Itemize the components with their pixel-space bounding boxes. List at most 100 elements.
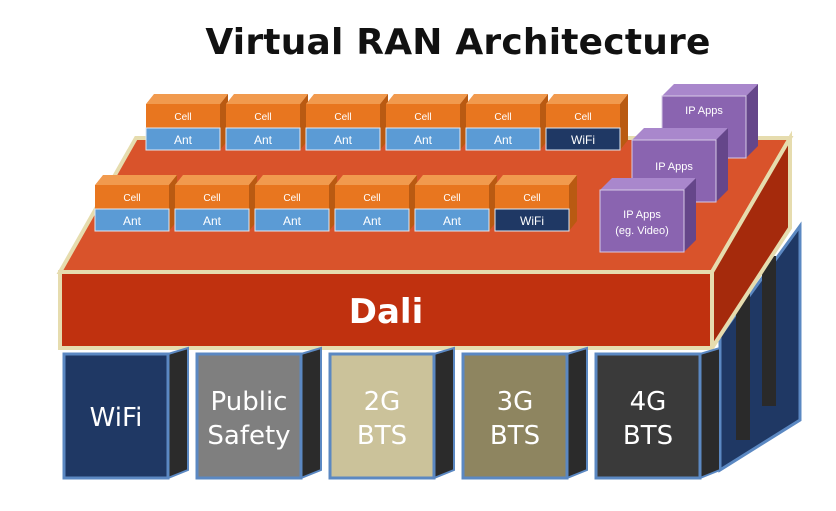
cell-label: Cell xyxy=(254,112,271,123)
ant-label: Ant xyxy=(174,133,193,147)
cell-module-top xyxy=(226,94,308,104)
ant-label: Ant xyxy=(123,214,142,228)
bts-block-side xyxy=(699,346,721,480)
cell-label: Cell xyxy=(574,112,591,123)
ip-apps-label: IP Apps xyxy=(655,161,693,173)
bts-block-face xyxy=(195,352,303,480)
ant-label: Ant xyxy=(283,214,302,228)
wifi-label: WiFi xyxy=(520,214,544,228)
cell-module-side xyxy=(569,175,577,231)
ant-face xyxy=(145,127,221,151)
ant-label: Ant xyxy=(363,214,382,228)
bts-block-side xyxy=(300,346,322,480)
cell-module-top xyxy=(495,175,577,185)
bts-3g-block: 3G BTS xyxy=(461,346,588,480)
page-title: Virtual RAN Architecture xyxy=(205,22,711,63)
ant-face xyxy=(465,127,541,151)
cell-label: Cell xyxy=(414,112,431,123)
cell-label: Cell xyxy=(174,112,191,123)
ip-apps-sublabel: (eg. Video) xyxy=(615,225,669,237)
cell-module-top xyxy=(306,94,388,104)
bts-label: Public xyxy=(211,387,288,417)
bts-block-side xyxy=(566,346,588,480)
cell-face xyxy=(495,185,569,209)
wifi-bts-block: WiFi xyxy=(62,346,189,480)
bts-4g-block: 4G BTS xyxy=(594,346,721,480)
bts-sublabel: BTS xyxy=(623,421,673,451)
cell-module-top xyxy=(546,94,628,104)
cell-module-top xyxy=(95,175,177,185)
ant-face xyxy=(174,208,250,232)
ip-apps-side xyxy=(746,84,758,158)
cell-face xyxy=(386,104,460,128)
cell-module-top xyxy=(335,175,417,185)
ant-face xyxy=(254,208,330,232)
bts-label: 2G xyxy=(364,387,401,417)
ant-label: Ant xyxy=(443,214,462,228)
cell-module-top xyxy=(146,94,228,104)
bts-label: 4G xyxy=(630,387,667,417)
cell-label: Cell xyxy=(523,193,540,204)
cell-face xyxy=(146,104,220,128)
ip-apps-box: IP Apps (eg. Video) xyxy=(599,178,696,253)
ip-apps-side xyxy=(716,128,728,202)
bts-block-side xyxy=(433,346,455,480)
cell-face xyxy=(335,185,409,209)
wifi-module-face xyxy=(545,127,621,151)
cell-module-top xyxy=(415,175,497,185)
cell-label: Cell xyxy=(283,193,300,204)
ant-face xyxy=(414,208,490,232)
cell-module-top xyxy=(175,175,257,185)
bts-label: 3G xyxy=(497,387,534,417)
ant-face xyxy=(385,127,461,151)
ip-apps-face xyxy=(599,189,685,253)
ip-apps-top xyxy=(600,178,696,190)
bts-back-columns xyxy=(718,221,802,473)
ant-face xyxy=(225,127,301,151)
dali-platform xyxy=(58,270,714,350)
cell-face xyxy=(95,185,169,209)
ant-face xyxy=(334,208,410,232)
ant-label: Ant xyxy=(414,133,433,147)
cell-face xyxy=(306,104,380,128)
ip-apps-label: IP Apps xyxy=(685,105,723,117)
cell-module-top xyxy=(255,175,337,185)
bts-block-face xyxy=(328,352,436,480)
cell-label: Cell xyxy=(494,112,511,123)
cell-label: Cell xyxy=(123,193,140,204)
wifi-label: WiFi xyxy=(571,133,595,147)
cell-face xyxy=(175,185,249,209)
modules: CellAntCellAntCellAntCellAntCellAntCellW… xyxy=(94,94,628,232)
bts-2g-block: 2G BTS xyxy=(328,346,455,480)
cell-label: Cell xyxy=(334,112,351,123)
ant-face xyxy=(94,208,170,232)
cell-face xyxy=(226,104,300,128)
bts-sublabel: BTS xyxy=(490,421,540,451)
cell-label: Cell xyxy=(203,193,220,204)
bts-block-face xyxy=(62,352,170,480)
cell-module-top xyxy=(386,94,468,104)
ip-apps-stack: IP Apps IP Apps IP Apps (eg. Video) xyxy=(599,84,758,253)
dali-label: Dali xyxy=(349,292,423,332)
wifi-module-face xyxy=(494,208,570,232)
bts-label: WiFi xyxy=(90,403,143,433)
cell-face xyxy=(466,104,540,128)
ip-apps-top xyxy=(632,128,728,140)
bts-sublabel: BTS xyxy=(357,421,407,451)
cell-label: Cell xyxy=(443,193,460,204)
bts-block-side xyxy=(167,346,189,480)
ant-label: Ant xyxy=(494,133,513,147)
ip-apps-label: IP Apps xyxy=(623,209,661,221)
